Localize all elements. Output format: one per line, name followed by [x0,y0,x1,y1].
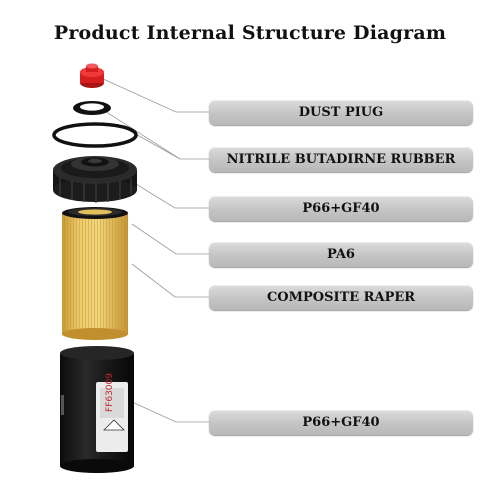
filter-cap-icon [53,156,137,203]
label-housing-material: P66+GF40 [209,410,473,435]
seal-ring-icon [73,101,111,115]
label-dust-plug: DUST PIUG [209,100,473,125]
filter-housing-icon: FF63009 [60,346,134,473]
leader-lines [96,77,209,423]
diagram-title: Product Internal Structure Diagram [53,22,447,44]
label-pa6: PA6 [209,242,473,267]
canister-model-text: FF63009 [105,373,115,412]
label-nitrile-rubber: NITRILE BUTADIRNE RUBBER [209,147,473,172]
gasket-ring-icon [52,122,138,148]
label-composite-paper: COMPOSITE RAPER [209,285,473,310]
filter-element-icon [62,207,128,340]
label-cap-material: P66+GF40 [209,196,473,221]
dust-plug-icon [80,63,104,88]
